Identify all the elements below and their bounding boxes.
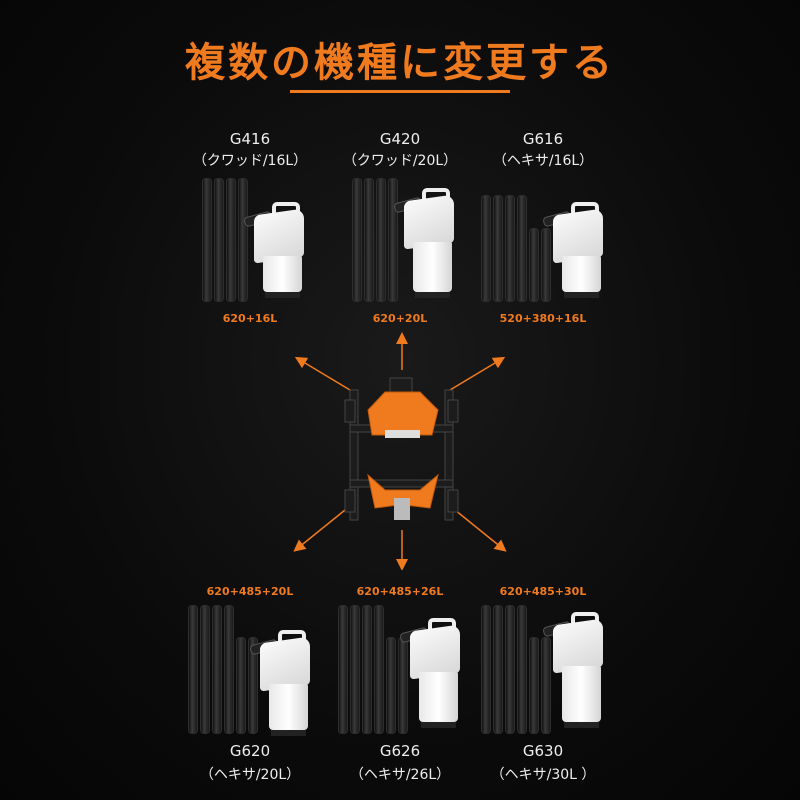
arm-spec: 520+380+16L (499, 312, 587, 325)
long-arm (338, 605, 348, 734)
short-arm (541, 637, 551, 734)
spray-tank (542, 612, 603, 728)
short-arm (386, 637, 396, 734)
long-arm (493, 605, 503, 734)
tank-body (562, 256, 601, 292)
tank-feet (265, 292, 300, 298)
long-arm (517, 195, 527, 302)
spray-tank (542, 202, 603, 298)
spray-tank (243, 202, 304, 298)
model-type: （ヘキサ/20L） (199, 767, 301, 783)
model-type: （クワッド/16L） (192, 153, 308, 169)
model-type: （ヘキサ/16L） (492, 153, 594, 169)
long-arm (505, 195, 515, 302)
short-arm (248, 637, 258, 734)
short-arm (236, 637, 246, 734)
long-arm (388, 178, 398, 302)
model-name: G416 (229, 130, 271, 148)
long-arm (200, 605, 210, 734)
model-name: G420 (379, 130, 421, 148)
page-title: 複数の機種に変更する (185, 40, 615, 86)
long-arm (505, 605, 515, 734)
long-arm (481, 195, 491, 302)
spray-tank (393, 188, 454, 298)
arm-spec: 620+485+26L (356, 585, 444, 598)
tank-feet (564, 292, 599, 298)
tank-body (413, 242, 452, 292)
model-name: G620 (229, 742, 271, 760)
long-arm (350, 605, 360, 734)
tank-body (269, 684, 308, 730)
long-arm (238, 178, 248, 302)
tank-feet (564, 722, 599, 728)
long-arm (226, 178, 236, 302)
long-arm (214, 178, 224, 302)
tank-feet (421, 722, 456, 728)
long-arm (376, 178, 386, 302)
model-type: （ヘキサ/26L） (349, 767, 451, 783)
model-name: G626 (379, 742, 421, 760)
long-arm (362, 605, 372, 734)
short-arm (541, 228, 551, 302)
arm-spec: 620+485+30L (499, 585, 587, 598)
long-arm (224, 605, 234, 734)
spray-tank (399, 618, 460, 728)
tank-body (263, 256, 302, 292)
short-arm (398, 637, 408, 734)
long-arm (364, 178, 374, 302)
drone-frame-illustration (293, 332, 507, 570)
long-arm (493, 195, 503, 302)
long-arm (202, 178, 212, 302)
long-arm (212, 605, 222, 734)
model-name: G616 (522, 130, 564, 148)
arm-spec: 620+16L (222, 312, 278, 325)
long-arm (481, 605, 491, 734)
long-arm (188, 605, 198, 734)
tank-body (562, 666, 601, 722)
title-underline (290, 90, 510, 93)
short-arm (529, 637, 539, 734)
tank-body (419, 672, 458, 722)
long-arm (352, 178, 362, 302)
spray-tank (249, 630, 310, 736)
model-name: G630 (522, 742, 564, 760)
arm-spec: 620+485+20L (206, 585, 294, 598)
arm-spec: 620+20L (372, 312, 428, 325)
tank-feet (415, 292, 450, 298)
short-arm (529, 228, 539, 302)
long-arm (374, 605, 384, 734)
long-arm (517, 605, 527, 734)
model-type: （クワッド/20L） (342, 153, 458, 169)
tank-feet (271, 730, 306, 736)
direction-arrows (293, 332, 507, 570)
model-type: （ヘキサ/30L ） (490, 767, 596, 783)
